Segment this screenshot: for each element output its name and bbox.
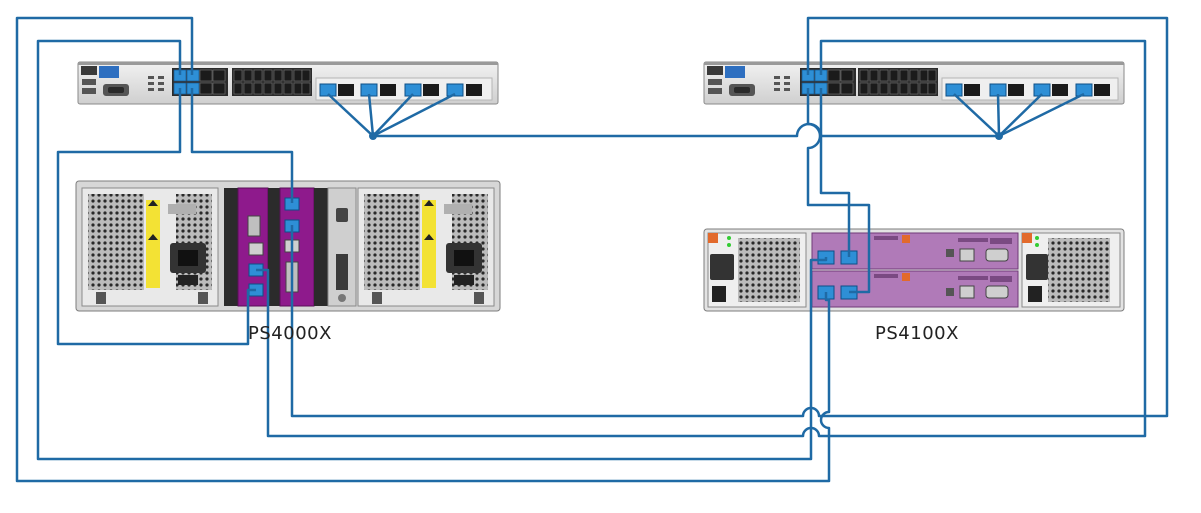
cable-b <box>36 39 828 461</box>
serial-port <box>247 215 261 237</box>
switch-left-sfp-ports <box>319 83 482 97</box>
switch-left <box>77 61 499 105</box>
switch-right-port-block-2 <box>858 68 938 96</box>
lag-junction-right <box>995 132 1003 140</box>
power-switch-icon <box>178 275 198 285</box>
switch-right <box>703 61 1125 105</box>
power-inlet-icon <box>710 254 734 280</box>
cable-e <box>256 39 1147 438</box>
ps4100x-power-supply-right <box>1021 232 1121 308</box>
switch-logo-icon <box>81 66 97 75</box>
switch-model-badge <box>725 66 745 78</box>
array-label-ps4100x: PS4100X <box>875 323 959 344</box>
management-port <box>959 285 975 299</box>
management-port <box>959 248 975 262</box>
ps4100x-controller-0 <box>811 232 1019 270</box>
switch-model-badge <box>99 66 119 78</box>
ps4000x-controller-0 <box>237 187 269 307</box>
cable-c <box>56 88 256 346</box>
serial-port <box>985 285 1009 299</box>
ps4000x-controller-1 <box>279 187 315 307</box>
ps4100x-power-supply-left <box>707 232 807 308</box>
cable-h <box>806 88 871 294</box>
management-port <box>248 242 264 256</box>
warning-label <box>146 200 160 288</box>
serial-port <box>985 248 1009 262</box>
switch-logo-icon <box>707 66 723 75</box>
lag-junction-left <box>369 132 377 140</box>
cables <box>15 16 1169 483</box>
power-switch-icon <box>712 286 726 302</box>
cable-a <box>15 16 831 483</box>
switch-right-sfp-ports <box>945 83 1110 97</box>
cable-f <box>290 16 1169 418</box>
warning-label <box>422 200 436 288</box>
array-label-ps4000x: PS4000X <box>248 323 332 344</box>
power-switch-icon <box>454 275 474 285</box>
ps4100x-controller-1 <box>811 270 1019 308</box>
ps4000x-power-supply-right <box>357 187 495 307</box>
array-ps4100x <box>703 228 1125 312</box>
cable-g <box>819 88 851 257</box>
array-ps4000x <box>75 180 501 312</box>
cable-d <box>190 88 294 203</box>
power-switch-icon <box>1028 286 1042 302</box>
ps4000x-power-supply-left <box>81 187 219 307</box>
power-inlet-icon <box>1026 254 1048 280</box>
switch-left-port-block-2 <box>232 68 312 96</box>
